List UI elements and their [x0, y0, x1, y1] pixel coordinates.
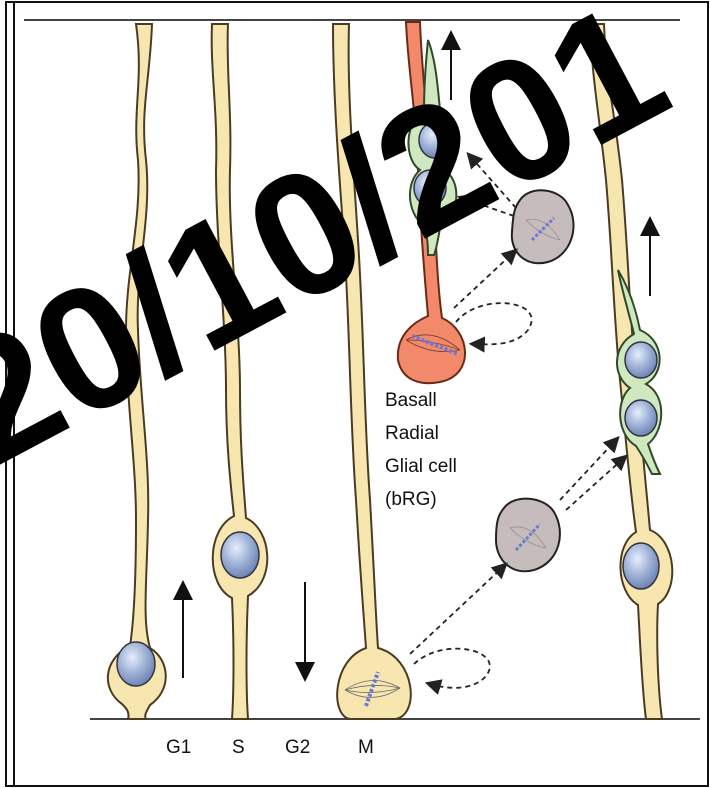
phase-label-s: S: [232, 737, 245, 758]
bRG-label-line2: Radial: [385, 423, 439, 444]
bRG-label-line3: Glial cell: [385, 456, 457, 477]
bRG-label-line4: (bRG): [385, 489, 437, 510]
nucleus-right: [623, 543, 659, 589]
bRG-label-line1: Basall: [385, 390, 437, 411]
phase-label-m: M: [358, 737, 374, 758]
dividing-cell-lower: [496, 499, 560, 572]
nucleus-g1: [117, 642, 155, 686]
phase-label-g2: G2: [285, 737, 310, 758]
nucleus-s: [221, 532, 259, 578]
phase-label-g1: G1: [166, 737, 191, 758]
